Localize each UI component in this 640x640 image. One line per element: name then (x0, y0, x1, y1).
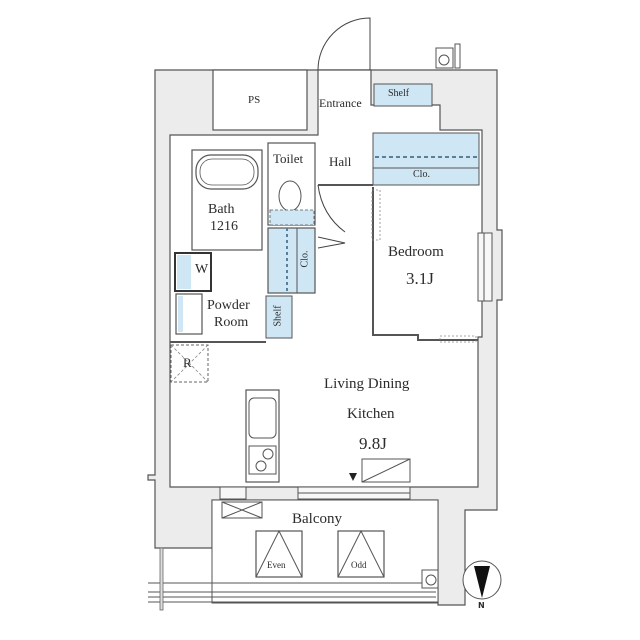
washer-label: W (195, 262, 209, 277)
powder-room-label-1: Powder (207, 298, 250, 313)
bedroom-walls (372, 187, 478, 341)
hatch-even (255, 530, 303, 578)
shelf-label: Shelf (272, 305, 284, 327)
bedroom-label: Bedroom (388, 244, 444, 260)
marker-triangle (349, 473, 357, 481)
bedroom-closet-label: Clo. (413, 169, 430, 180)
ldk-size: 9.8J (359, 434, 387, 453)
hatch-even-label: Even (267, 560, 286, 570)
kitchen-sink (248, 397, 277, 439)
bedroom-closet (372, 132, 480, 186)
entrance-door (317, 17, 371, 71)
balcony-label: Balcony (292, 511, 342, 527)
hall-closet (267, 227, 316, 294)
hatch-odd-label: Odd (351, 560, 367, 570)
entrance-label: Entrance (319, 96, 362, 110)
bedroom-window (477, 232, 493, 302)
compass-north-icon (462, 560, 502, 600)
entrance-shelf-label: Shelf (388, 88, 410, 99)
bathtub (195, 154, 259, 190)
ldk-label-1: Living Dining (324, 376, 410, 392)
toilet-bowl (278, 180, 302, 212)
bath-size: 1216 (210, 219, 238, 234)
compass-label: N (478, 601, 485, 610)
powder-shelf (265, 295, 293, 339)
refrigerator-label: R (183, 355, 192, 370)
hall-label: Hall (329, 154, 352, 169)
bedroom-size: 3.1J (406, 269, 434, 288)
ps-room (212, 69, 308, 131)
stove-burner (262, 448, 274, 460)
refrigerator (170, 344, 209, 383)
stove-burner (255, 460, 267, 472)
powder-room-label-2: Room (214, 315, 249, 330)
bath-label: Bath (208, 202, 235, 217)
hatch-odd (337, 530, 385, 578)
ps-label: PS (248, 94, 261, 106)
hall-closet-label: Clo. (299, 250, 311, 268)
drain-icon (425, 574, 437, 586)
toilet-label: Toilet (273, 151, 304, 166)
ldk-label-2: Kitchen (347, 406, 395, 422)
entrance-shelf (373, 83, 433, 107)
